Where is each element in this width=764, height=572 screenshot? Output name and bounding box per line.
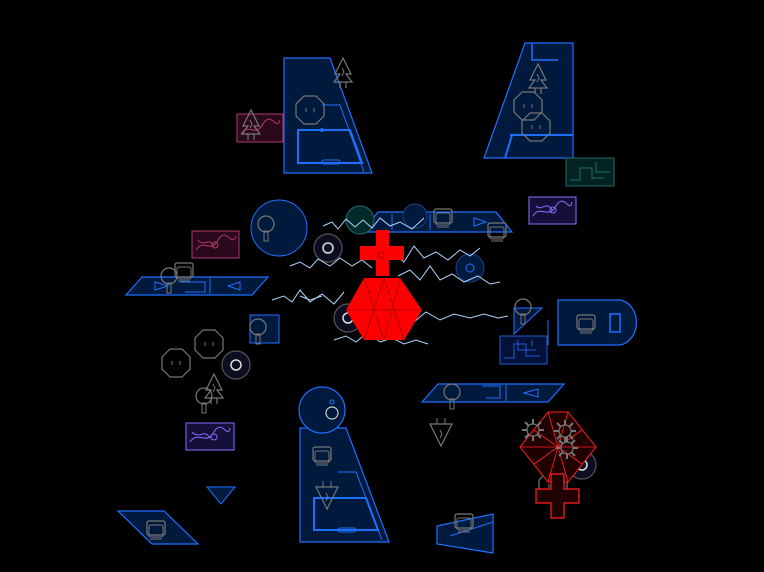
tile-purple-top-right <box>528 196 577 225</box>
enemy-cross-icon[interactable] <box>519 411 597 519</box>
tile-blue-maze <box>499 335 548 365</box>
lightning-arcs <box>271 217 509 345</box>
tile-purple-bottom-left <box>185 422 235 451</box>
platform-left <box>124 276 270 296</box>
ship-hull-top-right <box>483 42 574 159</box>
tile-pink-left <box>191 230 240 259</box>
blue-square-left <box>249 314 280 344</box>
triangle-marker-bottom <box>205 486 237 505</box>
platform-right-mid <box>420 383 566 403</box>
player-gem-icon[interactable] <box>346 230 422 341</box>
blue-orb-left <box>250 199 308 257</box>
small-orbs <box>345 203 485 283</box>
tile-teal-top-right <box>565 157 615 187</box>
ship-hull-bottom-center <box>298 386 390 543</box>
platform-bottom-left <box>116 510 200 545</box>
tile-pink-top <box>236 113 284 143</box>
ship-hull-top-center <box>283 57 373 174</box>
platform-bottom-right <box>436 513 494 554</box>
